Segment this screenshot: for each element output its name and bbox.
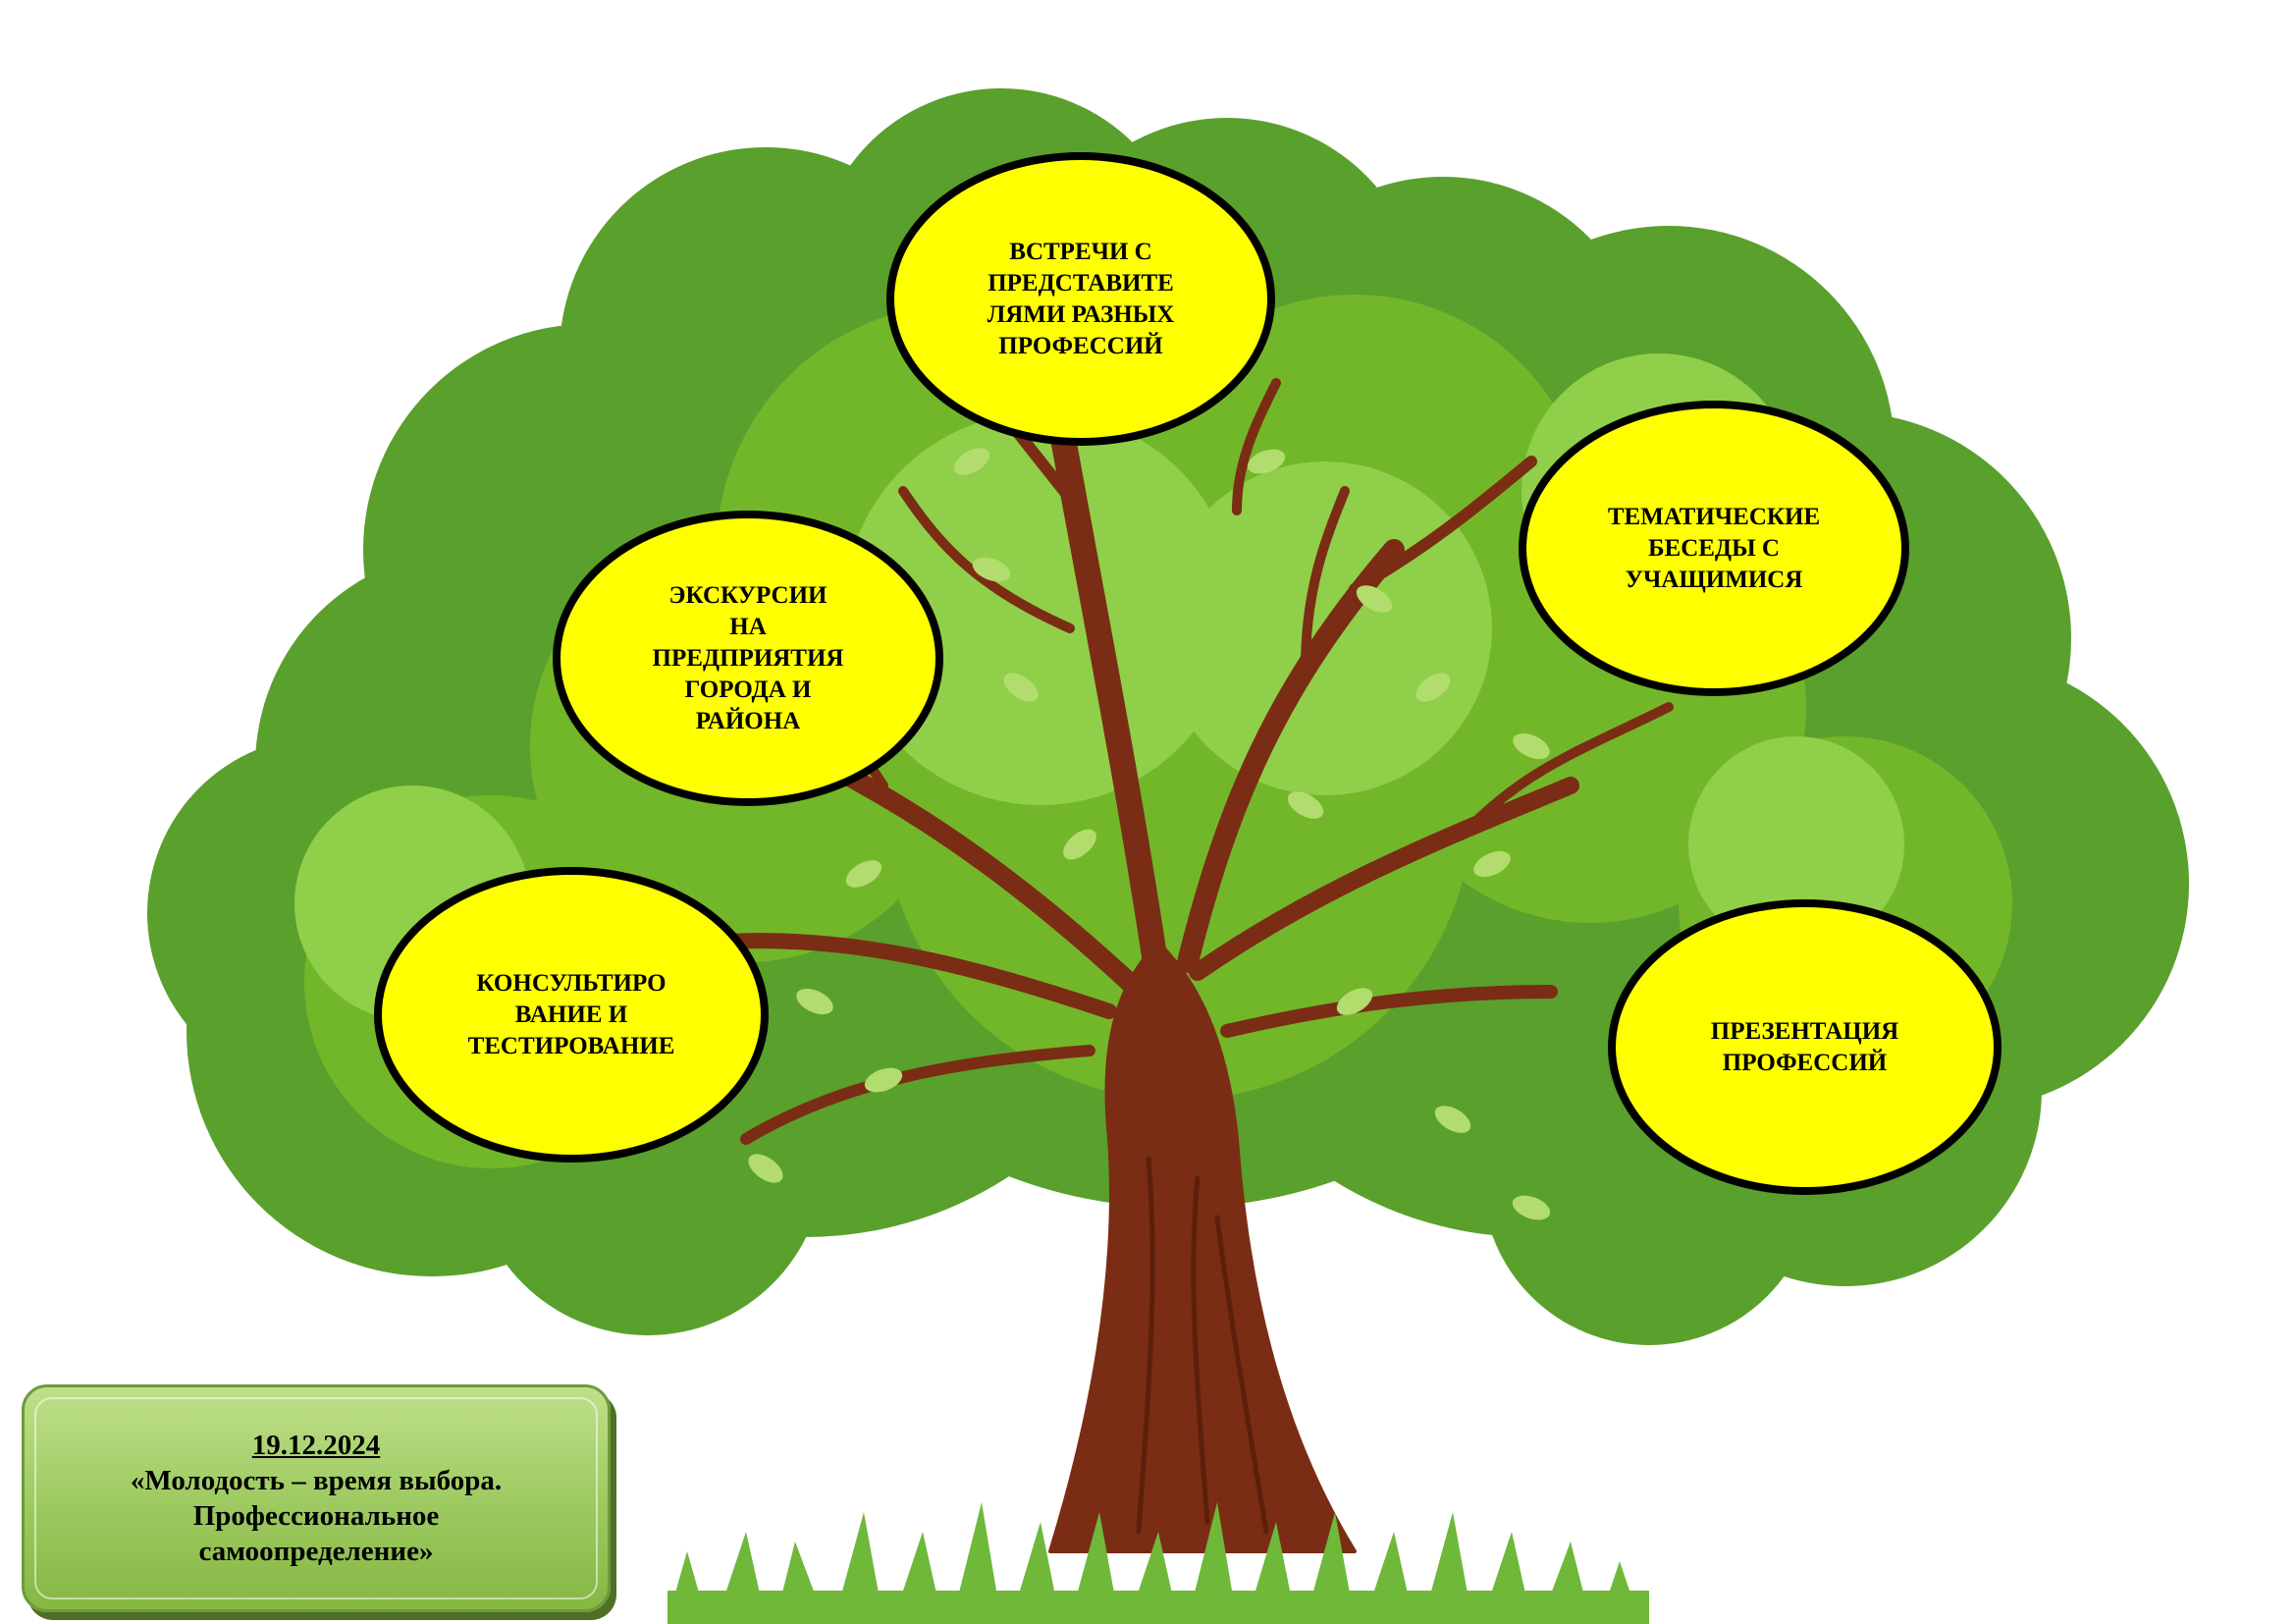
bubble-meetings-with-professionals: ВСТРЕЧИ С ПРЕДСТАВИТЕ ЛЯМИ РАЗНЫХ ПРОФЕС… — [886, 152, 1275, 446]
bubble-professions-presentation: ПРЕЗЕНТАЦИЯ ПРОФЕССИЙ — [1608, 899, 2002, 1195]
bubble-talks-label: ТЕМАТИЧЕСКИЕ БЕСЕДЫ С УЧАЩИМИСЯ — [1607, 503, 1821, 593]
bubble-thematic-talks: ТЕМАТИЧЕСКИЕ БЕСЕДЫ С УЧАЩИМИСЯ — [1519, 401, 1909, 696]
bubble-presentation-label: ПРЕЗЕНТАЦИЯ ПРОФЕССИЙ — [1710, 1017, 1899, 1076]
grass — [667, 1502, 1649, 1624]
bubble-excursions-label: ЭКСКУРСИИ НА ПРЕДПРИЯТИЯ ГОРОДА И РАЙОНА — [652, 581, 844, 734]
bubble-excursions: ЭКСКУРСИИ НА ПРЕДПРИЯТИЯ ГОРОДА И РАЙОНА — [553, 511, 943, 806]
bubble-meetings-label: ВСТРЕЧИ С ПРЕДСТАВИТЕ ЛЯМИ РАЗНЫХ ПРОФЕС… — [987, 238, 1175, 359]
event-date: 19.12.2024 — [251, 1430, 381, 1461]
event-title: «Молодость – время выбора. Профессиональ… — [130, 1465, 503, 1567]
event-info-panel: 19.12.2024 «Молодость – время выбора. Пр… — [22, 1384, 611, 1612]
bubble-consulting-testing: КОНСУЛЬТИРО ВАНИЕ И ТЕСТИРОВАНИЕ — [374, 867, 769, 1163]
bubble-consulting-label: КОНСУЛЬТИРО ВАНИЕ И ТЕСТИРОВАНИЕ — [467, 969, 675, 1059]
